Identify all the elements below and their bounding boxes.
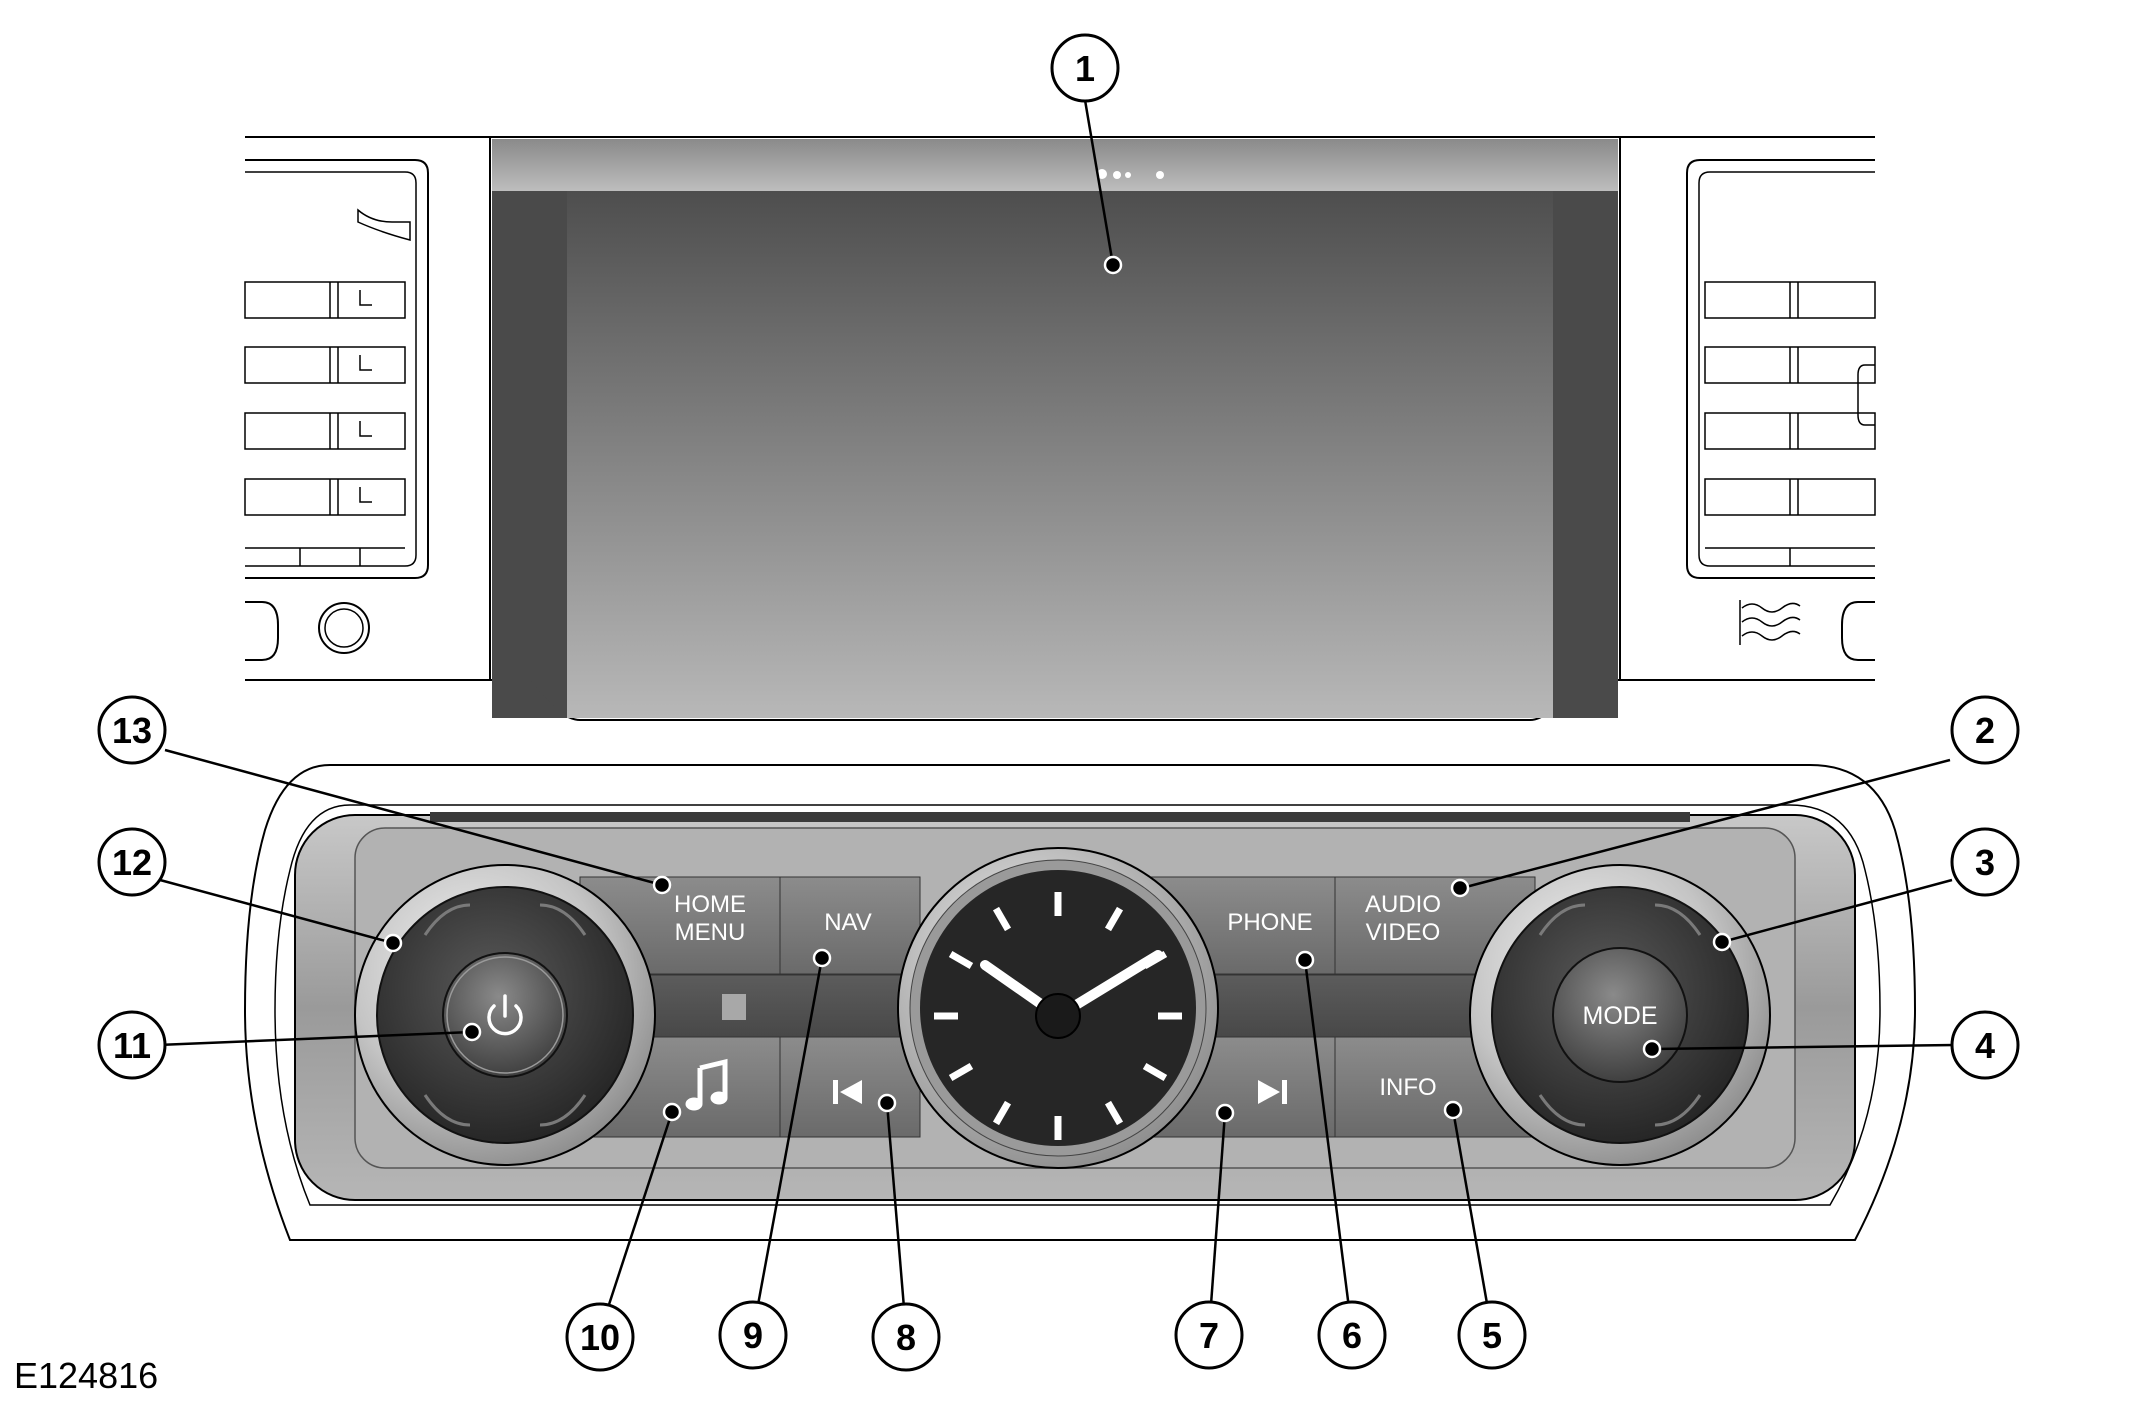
mode-label: MODE — [1583, 1002, 1658, 1030]
music-note-icon — [685, 1058, 728, 1111]
clock-tick — [948, 1062, 974, 1082]
callout-number-5: 5 — [1482, 1315, 1502, 1356]
touch-screen-display[interactable] — [489, 136, 1621, 721]
skip-previous-icon — [833, 1080, 862, 1104]
left-vent-controls[interactable] — [245, 601, 370, 661]
stop-square-icon — [722, 994, 746, 1020]
clock-tick — [992, 1100, 1012, 1126]
power-icon — [487, 994, 523, 1036]
callout-circle-7 — [1174, 1300, 1244, 1370]
callout-circle-10 — [565, 1302, 635, 1372]
callout-number-4: 4 — [1975, 1025, 1995, 1066]
upper-dashboard — [245, 136, 1875, 681]
heat-waves-icon — [1739, 600, 1801, 645]
nav-button[interactable]: NAV — [779, 876, 921, 975]
audio-video-label-line1: AUDIO — [1365, 891, 1441, 918]
clock-tick — [1142, 1062, 1168, 1082]
home-menu-label-line1: HOME — [674, 891, 746, 918]
callout-circle-3 — [1950, 827, 2020, 897]
callout-number-12: 12 — [112, 842, 152, 883]
info-label: INFO — [1379, 1074, 1436, 1101]
callout-circle-8 — [871, 1302, 941, 1372]
right-vent-controls[interactable] — [1739, 600, 1875, 661]
callout-leader-lines — [157, 99, 1956, 1333]
callout-circle-11 — [97, 1010, 167, 1080]
callout-number-7: 7 — [1199, 1315, 1219, 1356]
callout-number-1: 1 — [1075, 48, 1095, 89]
callout-number-13: 13 — [112, 710, 152, 751]
ambient-light-sensor — [1097, 169, 1164, 179]
callout-circle-13 — [97, 695, 167, 765]
callout-circle-5 — [1457, 1300, 1527, 1370]
left-air-vent[interactable] — [244, 159, 429, 579]
callout-number-2: 2 — [1975, 710, 1995, 751]
skip-next-icon — [1258, 1080, 1287, 1104]
clock-tick — [1104, 1100, 1124, 1126]
callout-number-9: 9 — [743, 1315, 763, 1356]
callout-number-11: 11 — [113, 1025, 151, 1066]
mode-tuning-knob[interactable]: MODE — [1469, 864, 1771, 1166]
audio-video-label-line2: VIDEO — [1366, 919, 1441, 946]
clock-tick — [992, 906, 1012, 932]
clock-tick — [1104, 906, 1124, 932]
callout-circle-12 — [97, 827, 167, 897]
callout-circle-9 — [718, 1300, 788, 1370]
power-volume-knob[interactable] — [354, 864, 656, 1166]
callout-circle-2 — [1950, 695, 2020, 765]
figure-reference-code: E124816 — [14, 1355, 159, 1396]
right-air-vent[interactable] — [1686, 159, 1876, 579]
callout-circle-1 — [1050, 33, 1120, 103]
home-menu-label-line2: MENU — [675, 919, 746, 946]
nav-label: NAV — [824, 909, 872, 936]
previous-track-button[interactable] — [779, 1036, 921, 1138]
callout-number-3: 3 — [1975, 842, 1995, 883]
callout-number-10: 10 — [580, 1317, 620, 1358]
callout-circle-6 — [1317, 1300, 1387, 1370]
phone-label: PHONE — [1227, 909, 1312, 936]
callout-anchor-dots — [383, 255, 1732, 1123]
callout-number-8: 8 — [896, 1317, 916, 1358]
callout-number-6: 6 — [1342, 1315, 1362, 1356]
analog-clock — [897, 847, 1219, 1169]
clock-tick — [948, 950, 974, 970]
callout-circle-4 — [1950, 1010, 2020, 1080]
